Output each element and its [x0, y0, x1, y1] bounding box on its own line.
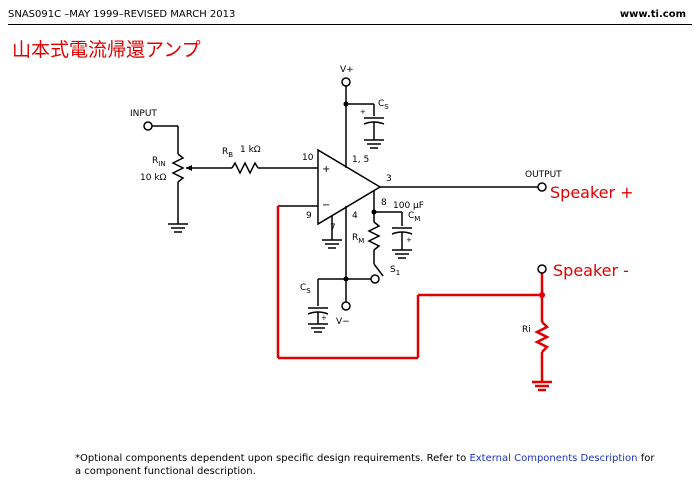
cs-bottom-sub: S	[306, 287, 311, 295]
svg-text:RIN: RIN	[152, 156, 166, 168]
cm-sub: M	[414, 215, 420, 223]
cm-label: C	[408, 211, 414, 221]
footnote-text: *Optional components dependent upon spec…	[75, 453, 470, 464]
svg-text:+: +	[321, 314, 327, 322]
header-rule	[8, 24, 692, 25]
rin-sub: IN	[158, 160, 165, 168]
pin-10: 10	[302, 153, 314, 163]
cm-value: 100 μF	[393, 201, 424, 211]
rin-label: R	[152, 156, 158, 166]
input-label: INPUT	[130, 109, 157, 119]
vplus-terminal	[341, 77, 351, 87]
svg-text:CM: CM	[408, 211, 420, 223]
svg-text:CS: CS	[300, 283, 311, 295]
svg-text:+: +	[360, 108, 366, 116]
rb-resistor	[231, 161, 259, 175]
noninverting-sign: +	[322, 164, 330, 175]
input-terminal	[143, 121, 153, 131]
svg-text:+: +	[406, 236, 412, 244]
pin-4: 4	[352, 211, 358, 221]
pin-8: 8	[381, 198, 387, 208]
speaker-plus-label: Speaker +	[550, 183, 634, 202]
ri-label: Ri	[522, 325, 531, 335]
s1-label: S	[390, 265, 396, 275]
svg-text:RB: RB	[222, 147, 233, 159]
inverting-sign: −	[322, 200, 330, 211]
opamp-triangle	[317, 148, 382, 226]
footnote: *Optional components dependent upon spec…	[75, 452, 655, 478]
cs-bottom-label: C	[300, 283, 306, 293]
rb-value: 1 kΩ	[240, 145, 261, 155]
output-label: OUTPUT	[525, 170, 562, 180]
speaker-minus-terminal	[537, 264, 547, 274]
pin-9: 9	[306, 211, 312, 221]
pin-3: 3	[386, 174, 392, 184]
pin-1-5: 1, 5	[352, 155, 369, 165]
cs-top-label: C	[378, 99, 384, 109]
cs-top-sub: S	[384, 103, 389, 111]
rin-value: 10 kΩ	[140, 173, 167, 183]
rm-resistor	[367, 221, 381, 251]
svg-text:S1: S1	[390, 265, 400, 277]
speaker-minus-label: Speaker -	[553, 261, 629, 280]
rin-resistor	[171, 153, 185, 183]
vminus-label: V−	[336, 317, 350, 327]
footnote-text-end: for a component functional description.	[75, 453, 655, 477]
ri-resistor	[534, 321, 550, 353]
rm-sub: M	[358, 237, 364, 245]
vplus-label: V+	[340, 65, 354, 75]
pin-7: 7	[330, 223, 336, 233]
svg-text:CS: CS	[378, 99, 389, 111]
doc-id: SNAS091C –MAY 1999–REVISED MARCH 2013	[8, 9, 236, 20]
rb-label: R	[222, 147, 228, 157]
s1-sub: 1	[396, 269, 400, 277]
annotation-title: 山本式電流帰還アンプ	[12, 39, 201, 61]
vminus-terminal	[341, 301, 351, 311]
external-components-link[interactable]: External Components Description	[469, 453, 638, 464]
s1-contact	[370, 274, 380, 284]
rb-sub: B	[228, 151, 233, 159]
output-terminal	[537, 182, 547, 192]
site-link[interactable]: www.ti.com	[619, 9, 686, 20]
svg-text:RM: RM	[352, 233, 364, 245]
rm-label: R	[352, 233, 358, 243]
